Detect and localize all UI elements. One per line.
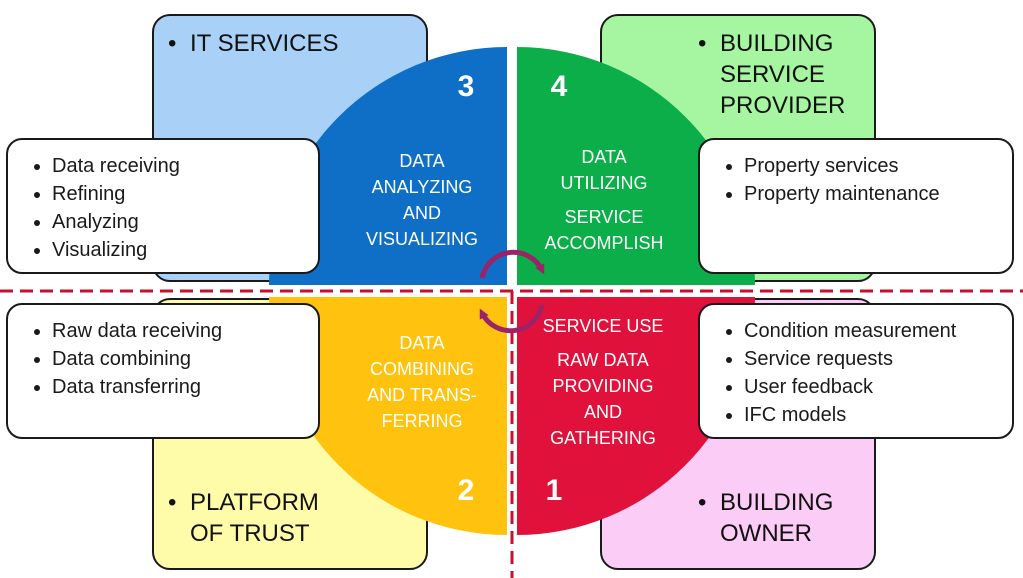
quadrant-4-line-2: UTILIZING <box>560 173 647 193</box>
quadrant-2-line-3: AND TRANS- <box>367 385 477 405</box>
list-item: Service requests <box>744 345 1012 373</box>
quadrant-1-line-2: RAW DATA <box>557 350 649 370</box>
list-item: Condition measurement <box>744 317 1012 345</box>
quadrant-4-shape <box>517 47 755 285</box>
platform-of-trust-activities: Raw data receiving Data combining Data t… <box>6 303 320 439</box>
cycle-arrow-lower-icon <box>479 304 545 334</box>
list-item: Data receiving <box>52 152 318 180</box>
building-owner-activities: Condition measurement Service requests U… <box>698 303 1014 439</box>
it-services-activities: Data receiving Refining Analyzing Visual… <box>6 138 320 274</box>
list-item: Refining <box>52 180 318 208</box>
quadrant-1-shape <box>517 297 755 535</box>
quadrant-3-line-4: VISUALIZING <box>366 229 478 249</box>
it-services-title: •IT SERVICES <box>168 30 339 57</box>
quadrant-1-line-1: SERVICE USE <box>543 316 664 336</box>
list-item: Property services <box>744 152 1012 180</box>
list-item: Property maintenance <box>744 180 1012 208</box>
cycle-arrow-upper-icon <box>479 249 545 279</box>
list-item: Data combining <box>52 345 318 373</box>
quadrant-2-shape <box>269 297 507 535</box>
list-item: Data transferring <box>52 373 318 401</box>
quadrant-3-line-2: ANALYZING <box>372 177 473 197</box>
list-item: Visualizing <box>52 236 318 264</box>
quadrant-3-line-1: DATA <box>399 151 444 171</box>
quadrant-2-line-2: COMBINING <box>370 359 474 379</box>
quadrant-1-line-4: AND <box>584 402 622 422</box>
quadrant-4-number: 4 <box>551 70 568 103</box>
quadrant-3-number: 3 <box>458 70 475 103</box>
building-service-provider-activities: Property services Property maintenance <box>698 138 1014 274</box>
list-item: User feedback <box>744 373 1012 401</box>
quadrant-3-shape <box>269 47 507 285</box>
quadrant-4-line-1: DATA <box>581 147 626 167</box>
quadrant-4-line-3: SERVICE <box>565 207 644 227</box>
quadrant-2-line-1: DATA <box>399 333 444 353</box>
quadrant-1-number: 1 <box>546 474 563 507</box>
list-item: IFC models <box>744 401 1012 429</box>
quadrant-4-line-4: ACCOMPLISH <box>544 233 663 253</box>
quadrant-2-line-4: FERRING <box>382 411 463 431</box>
quadrant-2-number: 2 <box>458 474 475 507</box>
list-item: Raw data receiving <box>52 317 318 345</box>
quadrant-1-line-5: GATHERING <box>550 428 656 448</box>
quadrant-3-line-3: AND <box>403 203 441 223</box>
list-item: Analyzing <box>52 208 318 236</box>
quadrant-1-line-3: PROVIDING <box>552 376 653 396</box>
